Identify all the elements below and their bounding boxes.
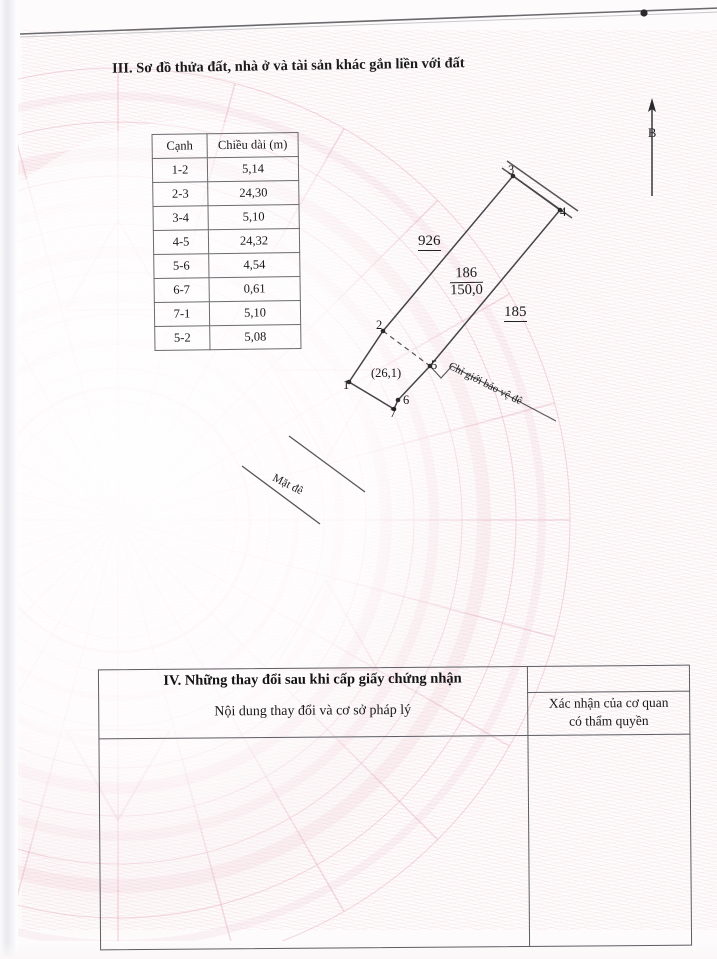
section-4-title: IV. Những thay đổi sau khi cấp giấy chứn… [163, 670, 462, 689]
inner-area-label: (26,1) [371, 366, 402, 380]
vertex-label-4: 4 [560, 205, 567, 219]
vertex-label-2: 2 [376, 318, 383, 332]
vertex-label-1: 1 [343, 378, 350, 392]
vertex-label-7: 7 [390, 406, 397, 420]
vertex-label-5: 5 [431, 358, 438, 372]
neighbor-parcel-185: 185 [504, 304, 527, 322]
section-4-authority-cell[interactable] [528, 735, 692, 946]
north-marker-label: B [648, 126, 657, 140]
vertex-dots [346, 173, 563, 412]
parcel-number: 186 [449, 265, 483, 284]
parcel-area: 150,0 [450, 281, 483, 299]
scan-bottom-shadow [0, 943, 717, 959]
section-4-col2-header: Xác nhận của cơ quan có thẩm quyền [527, 694, 690, 730]
north-arrow-icon [648, 98, 656, 196]
scan-top-edge-artifact [20, 4, 717, 40]
section-4-changes-table: IV. Những thay đổi sau khi cấp giấy chứn… [97, 664, 693, 951]
section-4-col2-header-line2: có thẩm quyền [569, 712, 649, 729]
scan-left-edge-artifact [0, 0, 18, 959]
section-4-col2-header-line1: Xác nhận của cơ quan [548, 694, 669, 711]
vertex-label-6: 6 [403, 393, 410, 407]
inner-divider-dashed [382, 330, 431, 367]
parcel-number-and-area: 186 150,0 [449, 265, 483, 299]
dike-surface-lines [241, 435, 366, 525]
section-4-content-cell[interactable] [98, 736, 529, 949]
vertex-label-3: 3 [508, 163, 515, 177]
section-4-col1-header: Nội dung thay đổi và cơ sở pháp lý [214, 702, 412, 720]
dike-boundary-line [451, 365, 557, 422]
neighbor-parcel-926: 926 [418, 233, 441, 251]
dike-boundary-leader [429, 365, 453, 379]
